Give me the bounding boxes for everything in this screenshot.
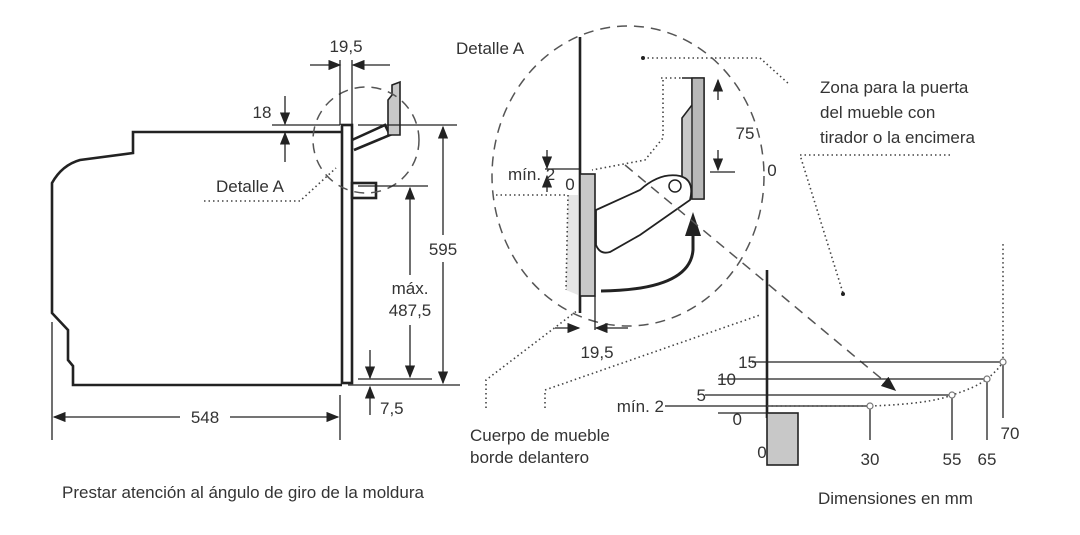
dim-19-5-bottom: 19,5: [580, 343, 613, 362]
dim-max-label: máx.: [392, 279, 429, 298]
x-label-70: 70: [1001, 424, 1020, 443]
x-label-65: 65: [978, 450, 997, 469]
detail-a-label: Detalle A: [216, 177, 285, 196]
detail-a-circle: [312, 86, 420, 194]
y-label-min-2: mín. 2: [617, 397, 664, 416]
clearance-curve: [767, 243, 1004, 407]
detail-a-ellipse: [491, 25, 765, 327]
clearance-chart: 15 10 5 mín. 2 0 0 30 55 65 70: [617, 243, 1020, 469]
door-panel: [579, 173, 596, 297]
furniture-panel-small: [387, 80, 401, 136]
dim-487-5: 487,5: [389, 301, 432, 320]
hinge-arm: [595, 174, 693, 254]
dim-548: 548: [191, 408, 219, 427]
detail-a-view: Detalle A 75 0 mín. 2 0 19,5 Zona para l…: [456, 25, 976, 467]
zone-label-line3: tirador o la encimera: [820, 128, 976, 147]
dim-7-5: 7,5: [380, 399, 404, 418]
units-label: Dimensiones en mm: [818, 489, 973, 508]
side-dimensions: 19,5 18 Detalle A 548 595 máx. 487,5 7,5: [51, 37, 460, 440]
dim-zero-right: 0: [767, 161, 776, 180]
cabinet-label-line1: Cuerpo de mueble: [470, 426, 610, 445]
hinge-pivot: [668, 179, 682, 193]
footer-note: Prestar atención al ángulo de giro de la…: [62, 483, 424, 502]
detail-a-title: Detalle A: [456, 39, 525, 58]
x-label-0: 0: [757, 443, 766, 462]
clearance-points: [866, 358, 1007, 410]
cabinet-edge-block: [766, 412, 799, 466]
cabinet-label-line2: borde delantero: [470, 448, 589, 467]
y-label-10: 10: [717, 370, 736, 389]
oven-handle: [350, 181, 378, 200]
oven-side-view: [50, 80, 420, 387]
dim-zero-left: 0: [565, 175, 574, 194]
dim-18: 18: [253, 103, 272, 122]
zone-label-line1: Zona para la puerta: [820, 78, 969, 97]
dim-min-2: mín. 2: [508, 165, 555, 184]
x-label-30: 30: [861, 450, 880, 469]
y-label-15: 15: [738, 353, 757, 372]
x-label-55: 55: [943, 450, 962, 469]
y-label-0: 0: [733, 410, 742, 429]
dim-75: 75: [736, 124, 755, 143]
dim-595: 595: [429, 240, 457, 259]
oven-door: [340, 123, 354, 385]
dim-19-5-top: 19,5: [329, 37, 362, 56]
hinge-arm-small: [351, 123, 392, 152]
zone-label-line2: del mueble con: [820, 103, 935, 122]
swing-arrow: [600, 232, 695, 293]
y-label-5: 5: [697, 386, 706, 405]
